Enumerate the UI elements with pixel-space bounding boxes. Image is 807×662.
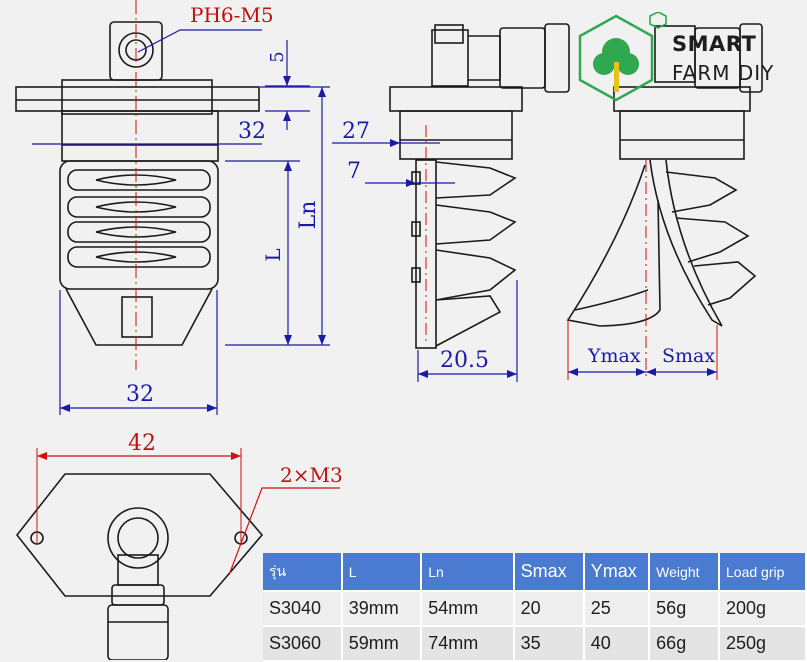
cell-l: 59mm bbox=[341, 626, 423, 662]
cell-weight: 66g bbox=[649, 626, 720, 662]
spec-table: รุ่น L Ln Smax Ymax Weight Load grip S30… bbox=[263, 553, 807, 662]
smart-farm-logo: SMART FARM DIY bbox=[574, 11, 804, 104]
side-top-plate bbox=[389, 86, 523, 112]
dim-32-inner: 32 bbox=[238, 119, 266, 144]
header-ln: Ln bbox=[421, 553, 515, 592]
cell-ymax: 25 bbox=[583, 591, 651, 627]
side-dimensions bbox=[332, 142, 518, 382]
header-ymax: Ymax bbox=[583, 553, 651, 592]
cell-weight: 56g bbox=[649, 591, 720, 627]
mount-flange bbox=[15, 473, 264, 597]
cell-smax: 20 bbox=[513, 591, 585, 627]
bellows bbox=[59, 160, 219, 290]
dim-7: 7 bbox=[347, 159, 361, 184]
dim-smax: Smax bbox=[662, 345, 715, 367]
body-block bbox=[61, 110, 219, 162]
cell-load-grip: 250g bbox=[719, 626, 807, 662]
dim-20-5: 20.5 bbox=[440, 348, 489, 373]
dim-42: 42 bbox=[128, 431, 156, 456]
cell-ln: 54mm bbox=[421, 591, 515, 627]
gripper-tip bbox=[65, 288, 213, 346]
header-weight: Weight bbox=[649, 553, 720, 592]
bottom-view bbox=[15, 473, 264, 660]
dim-32-base: 32 bbox=[126, 382, 154, 407]
table-row: S3060 59mm 74mm 35 40 66g 250g bbox=[263, 626, 807, 662]
dim-ymax: Ymax bbox=[587, 345, 641, 367]
side-fitting bbox=[431, 29, 469, 87]
table-row: S3040 39mm 54mm 20 25 56g 200g bbox=[263, 591, 807, 627]
header-load-grip: Load grip bbox=[719, 553, 807, 592]
cell-ymax: 40 bbox=[583, 626, 651, 662]
cell-model: S3060 bbox=[263, 626, 343, 662]
front-view bbox=[15, 21, 260, 346]
cell-model: S3040 bbox=[263, 591, 343, 627]
cell-smax: 35 bbox=[513, 626, 585, 662]
dim-5: 5 bbox=[267, 51, 288, 62]
logo-line2: FARM DIY bbox=[672, 61, 775, 85]
dim-27: 27 bbox=[342, 119, 370, 144]
screw-label: 2×M3 bbox=[280, 463, 343, 487]
side-view bbox=[389, 23, 570, 349]
cell-ln: 74mm bbox=[421, 626, 515, 662]
bent-spine bbox=[649, 159, 723, 327]
spec-header-row: รุ่น L Ln Smax Ymax Weight Load grip bbox=[263, 553, 807, 592]
header-model: รุ่น bbox=[263, 553, 343, 592]
dim-Ln: Ln bbox=[296, 201, 321, 230]
cell-load-grip: 200g bbox=[719, 591, 807, 627]
tree-icon bbox=[578, 11, 667, 102]
side-spine bbox=[415, 159, 437, 349]
top-plate bbox=[15, 86, 260, 112]
cell-l: 39mm bbox=[341, 591, 423, 627]
header-l: L bbox=[341, 553, 423, 592]
header-smax: Smax bbox=[513, 553, 585, 592]
logo-line1: SMART bbox=[672, 32, 757, 56]
dim-L: L bbox=[261, 248, 285, 261]
thread-label: PH6-M5 bbox=[190, 3, 274, 27]
